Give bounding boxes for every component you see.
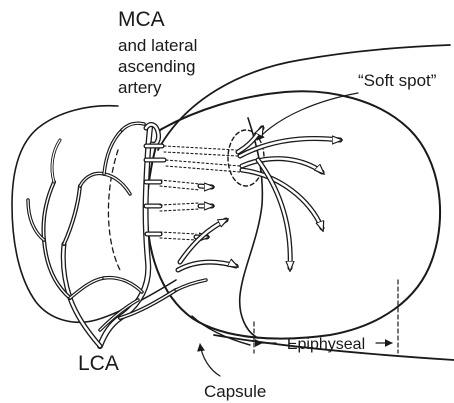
lca-label: LCA: [78, 352, 119, 375]
soft-spot-leader: [257, 93, 358, 140]
soft-spot-label: “Soft spot”: [358, 71, 437, 90]
lca-vessel-network: [28, 123, 206, 346]
mca-sub-label-2: ascending: [118, 57, 196, 76]
femoral-head-outline: [147, 91, 440, 338]
mca-sub-label-3: artery: [118, 78, 162, 97]
capsule-label: Capsule: [204, 382, 266, 401]
flow-arrows: [178, 126, 342, 271]
vessel-segment: [64, 186, 80, 244]
epiphyseal-label: Epiphyseal: [287, 336, 365, 353]
vessel-segment-lumen: [104, 278, 142, 292]
mca-sub-label-1: and lateral: [118, 36, 197, 55]
mca-label: MCA: [118, 8, 165, 31]
flow-arrow-1: [200, 186, 214, 187]
capsule-leader: [200, 344, 220, 376]
vessel-segment: [104, 174, 130, 194]
flow-arrow-5: [180, 219, 228, 262]
epiphyseal-dimension: Epiphyseal: [254, 280, 398, 353]
flow-arrow-4: [178, 262, 238, 270]
vessel-segment: [70, 278, 104, 298]
